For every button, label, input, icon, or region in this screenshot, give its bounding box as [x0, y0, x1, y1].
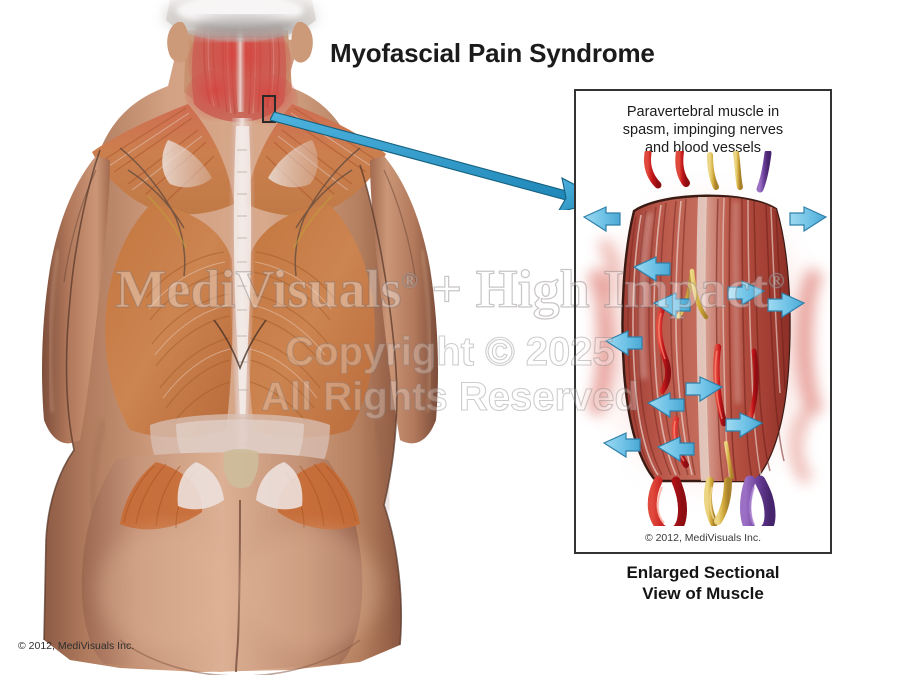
page-title: Myofascial Pain Syndrome — [330, 38, 655, 68]
inset-label: Enlarged Sectional View of Muscle — [574, 562, 832, 604]
inset-label-line-1: Enlarged Sectional — [626, 563, 780, 582]
inset-caption-line-2: spasm, impinging nerves — [622, 122, 784, 138]
inset-caption-line-1: Paravertebral muscle in — [626, 104, 780, 120]
posterior-torso-illustration — [42, 0, 438, 675]
inset-panel: Paravertebral muscle in spasm, impinging… — [574, 89, 832, 554]
compression-arrow-group — [582, 206, 828, 463]
inset-copyright: © 2012, MediVisuals Inc. — [644, 532, 762, 544]
inset-caption: Paravertebral muscle in spasm, impinging… — [576, 103, 830, 157]
page-copyright: © 2012, MediVisuals Inc. — [18, 640, 135, 652]
muscle-cross-section-illustration — [582, 151, 828, 526]
callout-marker-box — [262, 95, 276, 123]
inset-caption-line-3: and blood vessels — [644, 140, 762, 156]
inset-label-line-2: View of Muscle — [642, 584, 764, 603]
